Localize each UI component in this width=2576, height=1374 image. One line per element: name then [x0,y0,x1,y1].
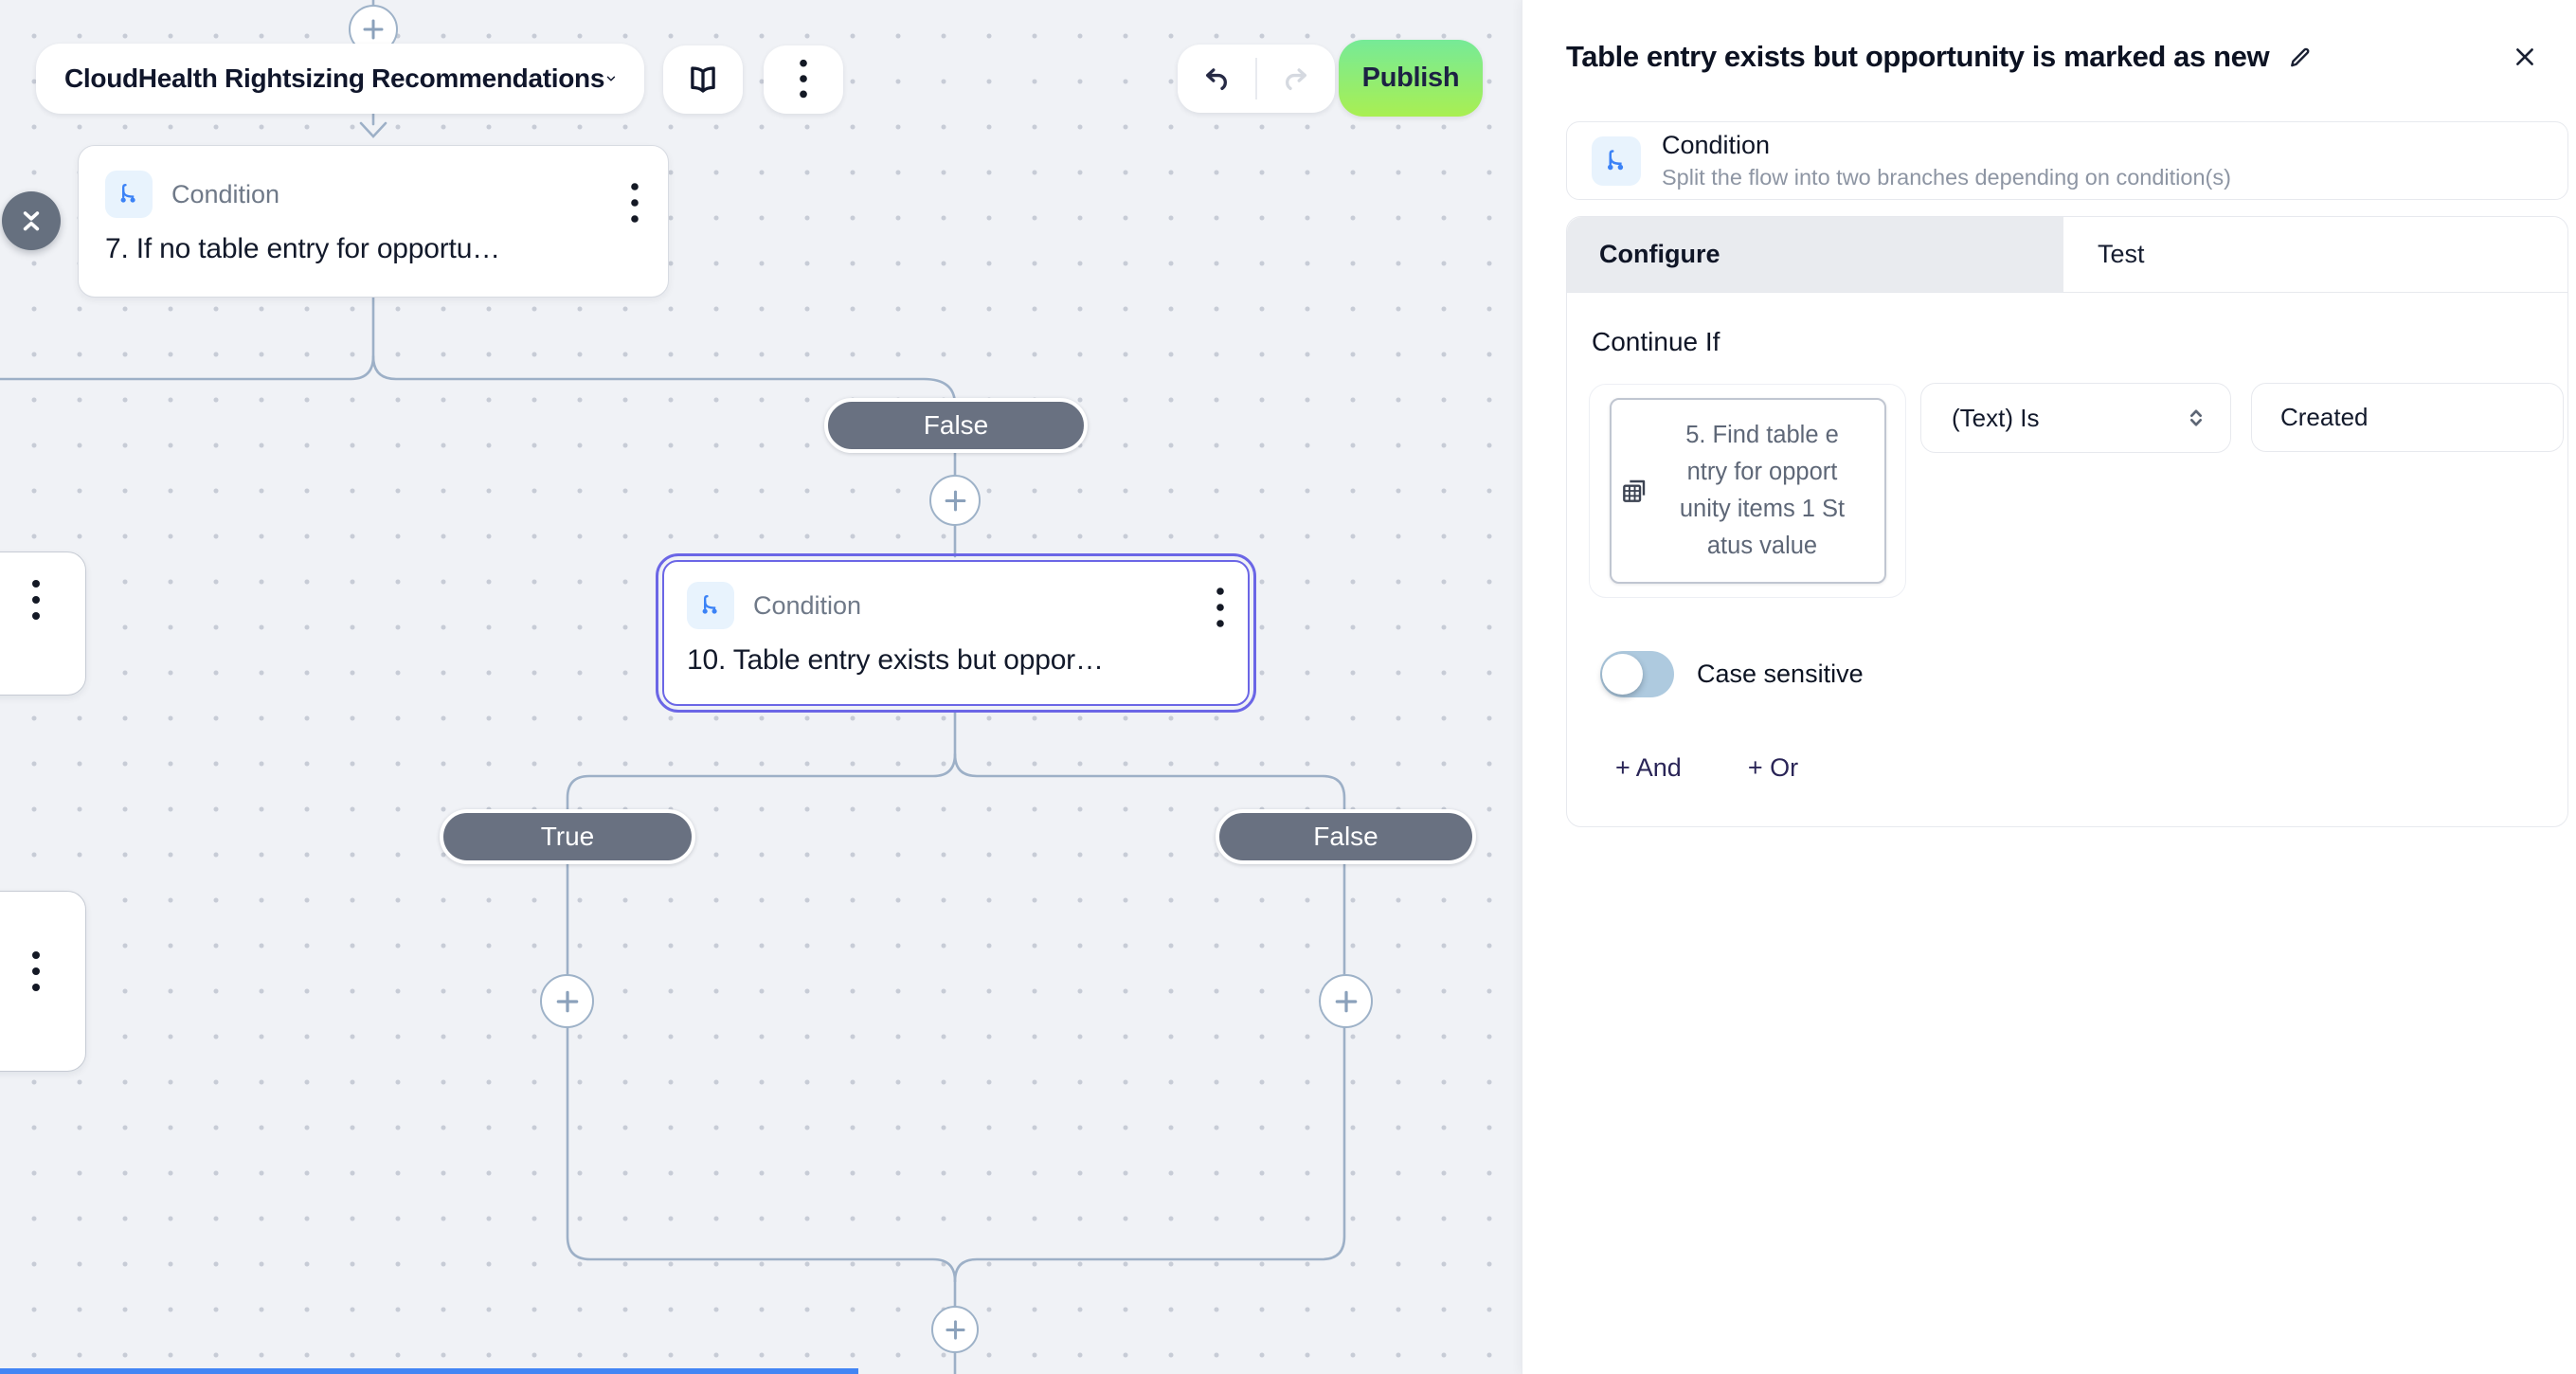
add-step-button-false2-branch[interactable] [1319,974,1373,1028]
case-sensitive-row: Case sensitive [1600,651,1864,697]
close-icon [2516,48,2533,65]
branch-label-true: True [440,809,695,864]
branch-condition-icon [120,184,135,203]
branch-label-text: False [1313,822,1378,851]
chip-line: unity items 1 St [1679,496,1846,522]
add-step-button-false-branch[interactable] [929,475,981,526]
continue-if-heading: Continue If [1592,327,1720,356]
panel-title: Table entry exists but opportunity is ma… [1566,40,2270,73]
undo-button[interactable] [1178,45,1255,113]
flow-node-partial-left-1[interactable] [0,551,86,696]
chevron-down-icon [606,76,616,81]
guide-button[interactable] [663,45,743,114]
pencil-icon [2291,47,2310,67]
flow-node-condition-7[interactable]: Condition 7. If no table entry for oppor… [78,145,669,298]
rename-step-button[interactable] [2286,43,2315,71]
branch-condition-icon [702,595,717,614]
config-tab-container: Configure Test Continue If 5. Find table… [1566,216,2568,827]
toggle-knob [1602,654,1643,695]
add-step-button-true-branch[interactable] [540,974,594,1028]
close-panel-button[interactable] [2506,38,2544,76]
node-menu-kebab-icon[interactable] [626,176,643,236]
step-type-subtitle: Split the flow into two branches dependi… [1662,165,2231,190]
add-and-condition-button[interactable]: + And [1615,753,1682,782]
step-type-title: Condition [1662,131,1771,159]
workflow-selector[interactable]: CloudHealth Rightsizing Recommendations [36,44,644,114]
condition-left-operand-container: 5. Find table e ntry for opport unity it… [1589,384,1906,598]
workflow-name: CloudHealth Rightsizing Recommendations [64,63,605,93]
add-step-button-merge[interactable] [931,1306,979,1353]
step-type-summary-card: Condition Split the flow into two branch… [1566,121,2568,200]
plus-icon [945,1319,965,1340]
chip-line: ntry for opport [1686,459,1838,485]
plus-icon [556,990,578,1012]
redo-icon [1285,68,1306,91]
publish-label: Publish [1361,63,1460,93]
add-or-condition-button[interactable]: + Or [1747,753,1799,782]
branch-condition-icon [1608,149,1624,170]
chip-line: 5. Find table e [1685,422,1839,448]
plus-icon [945,490,965,511]
plus-icon [1335,990,1357,1012]
undo-icon [1206,68,1228,91]
node-title: 7. If no table entry for opportu… [105,233,500,264]
node-menu-kebab-icon[interactable] [31,577,41,629]
plus-icon [363,19,384,40]
condition-icon-chip [687,582,734,629]
condition-value-input[interactable]: Created [2251,383,2564,452]
panel-header: Table entry exists but opportunity is ma… [1566,38,2544,76]
tab-configure[interactable]: Configure [1567,217,2063,292]
tab-label: Configure [1599,240,1720,268]
logic-buttons-row: + And + Or [1615,753,1798,783]
node-title: 10. Table entry exists but oppor… [687,644,1104,676]
condition-field-text: 5. Find table e ntry for opport unity it… [1649,417,1875,565]
chip-line: atus value [1706,533,1818,559]
undo-redo-group [1178,45,1335,113]
condition-icon-chip [105,171,153,218]
flow-canvas[interactable]: False True False Condition 7. If no tabl… [0,0,1522,1374]
branch-label-text: True [540,822,595,851]
chevron-up-down-icon [2189,409,2203,426]
open-book-icon [691,66,715,93]
horizontal-scrollbar[interactable] [0,1368,858,1374]
flow-node-condition-10[interactable]: Condition 10. Table entry exists but opp… [662,560,1250,706]
step-config-panel: Table entry exists but opportunity is ma… [1522,0,2576,1374]
branch-label-false-2: False [1216,809,1476,864]
node-type-label: Condition [753,590,862,620]
collapse-vertical-icon [23,211,40,231]
kebab-menu-icon [800,59,807,99]
workflow-menu-button[interactable] [764,45,843,114]
toolbar-divider [1255,58,1257,99]
collapse-branch-button[interactable] [2,191,61,250]
redo-button[interactable] [1257,45,1335,113]
flow-connectors [0,0,1346,1374]
publish-button[interactable]: Publish [1339,40,1483,117]
tab-label: Test [2098,240,2145,268]
condition-operator-select[interactable]: (Text) Is [1920,383,2231,453]
operator-value: (Text) Is [1952,403,2040,432]
case-sensitive-toggle[interactable] [1600,651,1674,697]
node-menu-kebab-icon[interactable] [1212,581,1229,641]
table-data-icon [1623,479,1646,502]
node-menu-kebab-icon[interactable] [31,949,41,1001]
case-sensitive-label: Case sensitive [1697,660,1864,688]
condition-field-chip[interactable]: 5. Find table e ntry for opport unity it… [1610,398,1886,584]
flow-node-condition-10-selection-ring: Condition 10. Table entry exists but opp… [656,553,1256,713]
tab-test[interactable]: Test [2063,217,2567,292]
node-type-label: Condition [171,179,280,208]
tab-bar: Configure Test [1567,217,2567,293]
branch-label-false: False [824,398,1088,453]
condition-icon-chip [1592,136,1641,186]
branch-label-text: False [923,410,989,440]
flow-node-partial-left-2[interactable] [0,891,86,1072]
condition-value-text: Created [2280,403,2369,431]
